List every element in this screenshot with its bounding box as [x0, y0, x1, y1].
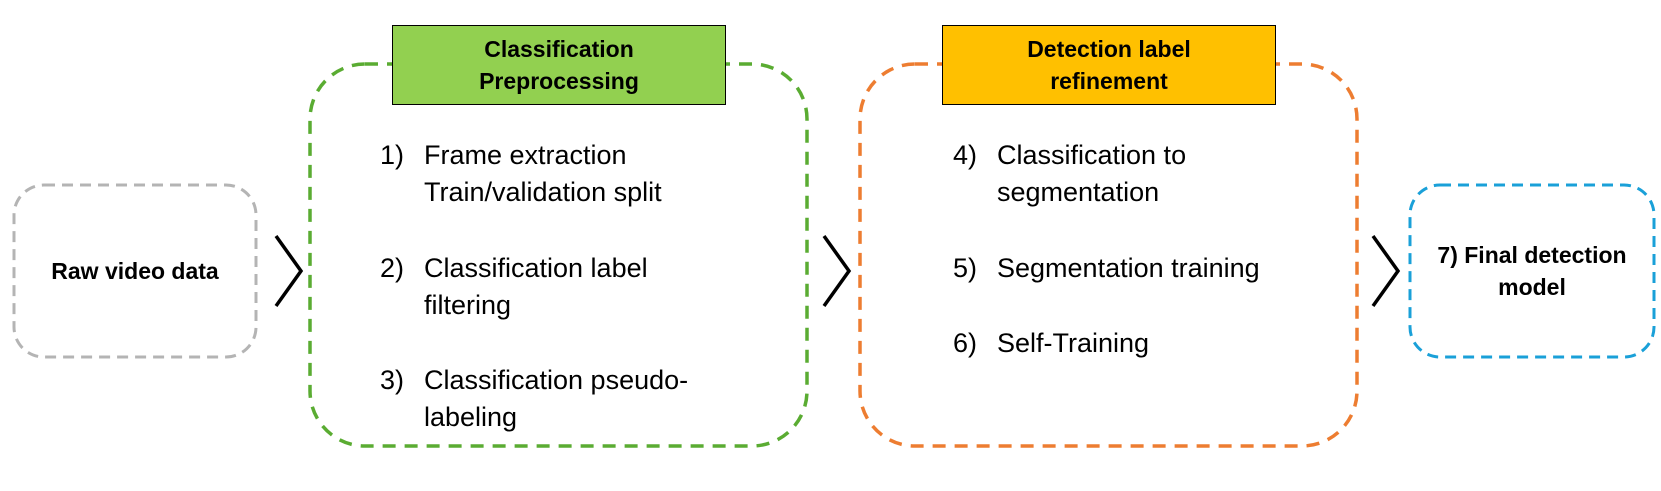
step-text: Segmentation training	[997, 253, 1260, 283]
classification-container	[308, 62, 809, 448]
step-text: Self-Training	[997, 328, 1150, 358]
final-model-label: 7) Final detection model	[1437, 242, 1627, 300]
step-number: 1)	[380, 140, 405, 170]
chevron-right-icon	[822, 234, 852, 308]
step-text: Frame extraction Train/validation split	[424, 140, 662, 207]
step-number: 3)	[380, 365, 405, 395]
step-text: Classification label filtering	[424, 253, 648, 320]
step-5: 5) Segmentation training	[953, 250, 1343, 288]
chevron-right-icon	[274, 234, 304, 308]
step-number: 2)	[380, 253, 405, 283]
step-text: Classification to segmentation	[997, 140, 1187, 207]
final-model-box	[1408, 183, 1656, 359]
raw-video-label: Raw video data	[51, 258, 219, 284]
step-number: 6)	[953, 328, 978, 358]
step-text: Classification pseudo- labeling	[424, 365, 689, 432]
step-number: 4)	[953, 140, 978, 170]
detection-header: Detection label refinement	[942, 25, 1276, 105]
step-6: 6) Self-Training	[953, 325, 1343, 363]
raw-video-box	[12, 183, 258, 359]
step-1: 1) Frame extraction Train/validation spl…	[380, 137, 760, 213]
classification-header: Classification Preprocessing	[392, 25, 726, 105]
detection-container	[858, 62, 1359, 448]
step-2: 2) Classification label filtering	[380, 250, 760, 326]
step-4: 4) Classification to segmentation	[953, 137, 1343, 213]
chevron-right-icon	[1371, 234, 1401, 308]
step-number: 5)	[953, 253, 978, 283]
step-3: 3) Classification pseudo- labeling	[380, 362, 780, 438]
